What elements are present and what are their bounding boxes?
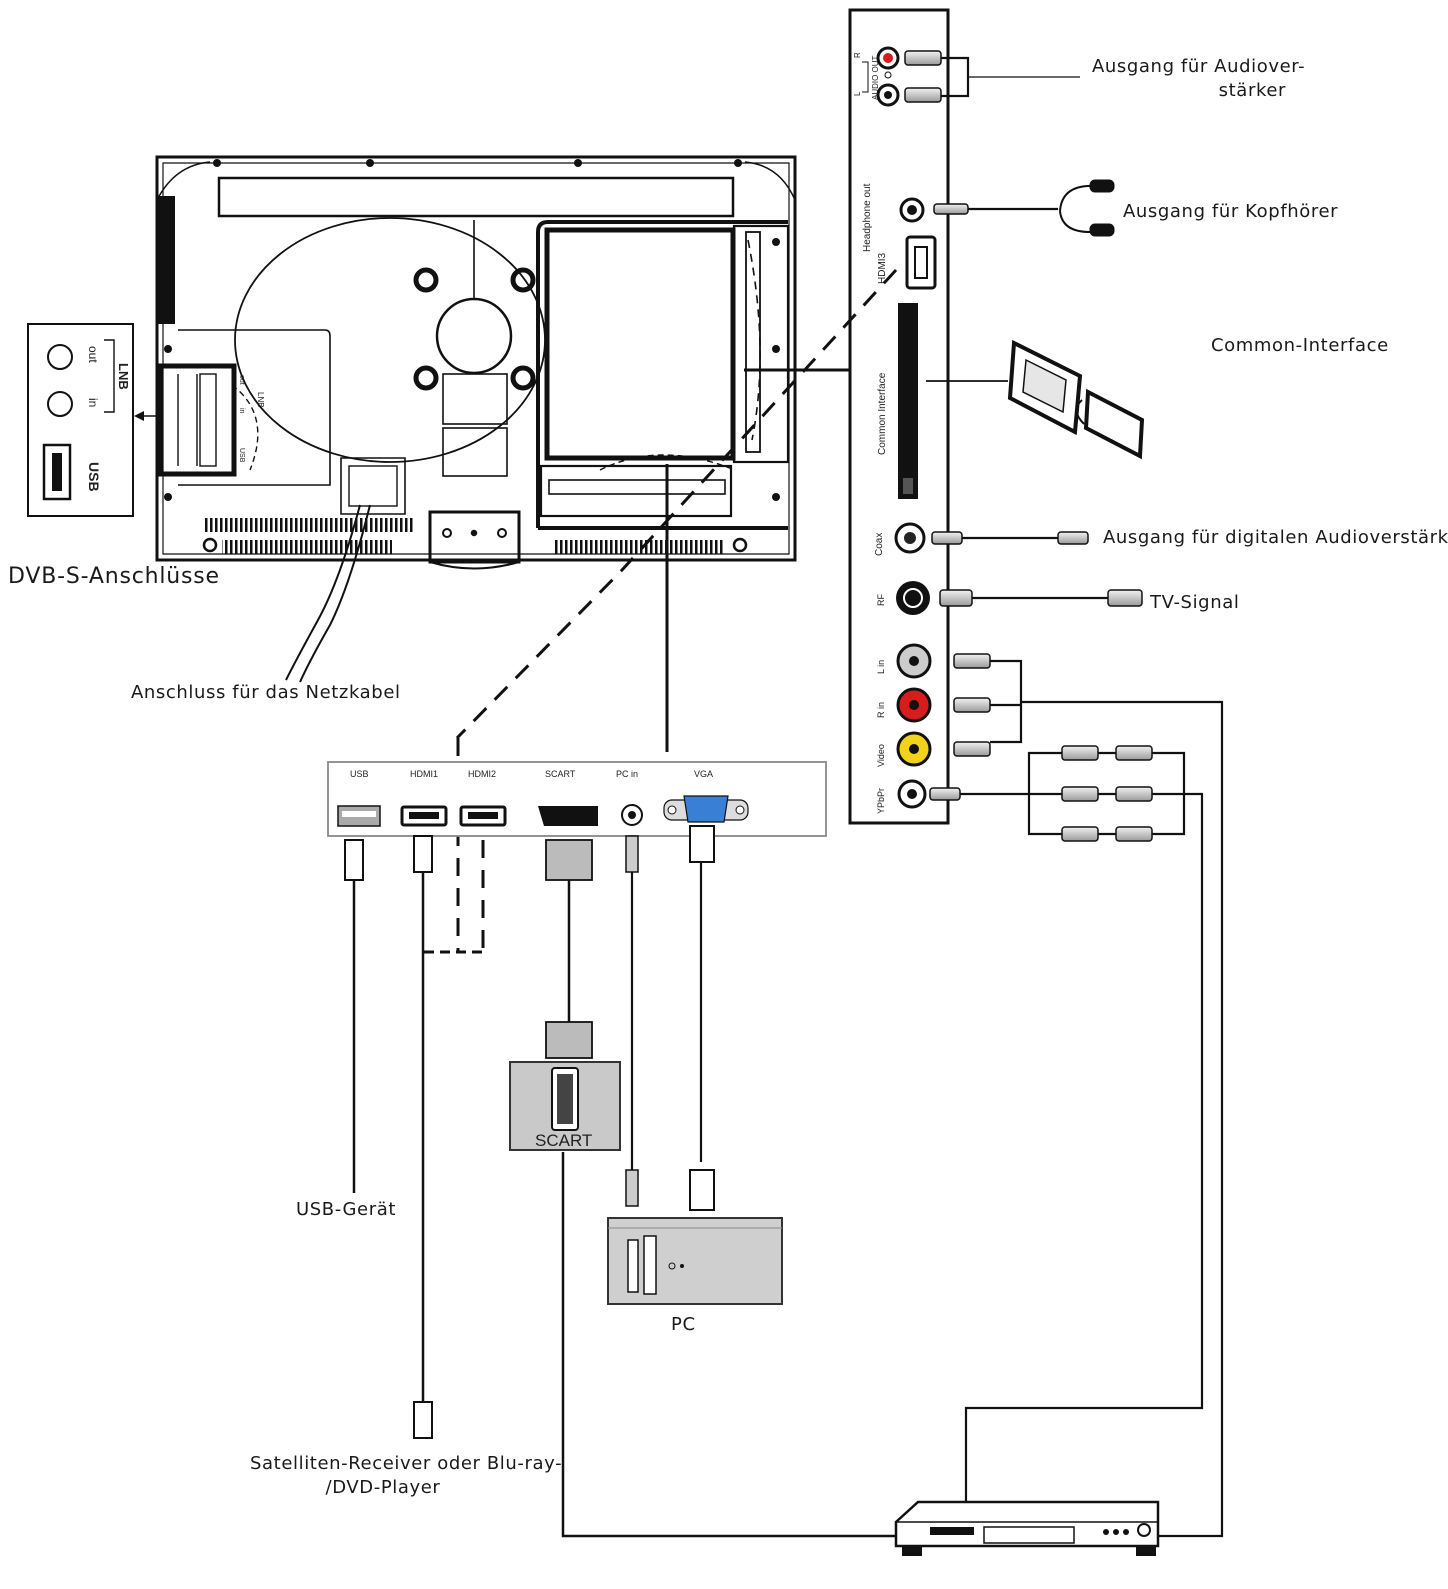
scart-device: SCART <box>509 1061 621 1151</box>
side-headphone-label: Headphone out <box>862 183 873 252</box>
side-hdmi3-label: HDMI3 <box>877 252 888 284</box>
bottom-scart-port <box>538 806 598 826</box>
lnb-panel-in-label: in <box>86 398 100 407</box>
lnb-out-jack <box>47 344 73 370</box>
headphones-icon <box>1059 179 1115 237</box>
bottom-vga-label: VGA <box>694 769 713 779</box>
pc-device <box>607 1217 783 1305</box>
common-interface-label: Common-Interface <box>1211 335 1389 356</box>
side-rf-label: RF <box>876 594 886 606</box>
bottom-vga-port <box>683 795 729 823</box>
tv-back-usb-label: USB <box>238 448 245 463</box>
dvd-player-device <box>894 1500 1160 1556</box>
side-coax-label: Coax <box>874 533 885 556</box>
audio-out-label: Ausgang für Audiover- <box>1092 56 1306 77</box>
side-panel-leads <box>926 56 1224 1538</box>
common-interface-slot <box>898 303 918 499</box>
side-l-label: L <box>853 91 862 96</box>
side-r-in-label: R in <box>876 702 886 718</box>
bottom-cables <box>344 825 896 1538</box>
bottom-hdmi2-label: HDMI2 <box>468 769 496 779</box>
rf-jack <box>896 581 930 615</box>
pc-label: PC <box>671 1314 696 1335</box>
side-l-in-label: L in <box>876 660 886 674</box>
lnb-panel-out-label: out <box>86 346 100 363</box>
lnb-panel: LNB out in USB <box>27 323 134 517</box>
audio-out-label-2: stärker <box>1218 80 1286 101</box>
tv-back-lnb-label: LNB <box>256 392 265 408</box>
side-common-interface-label: Common Interface <box>877 372 888 455</box>
side-r-label: R <box>853 52 862 58</box>
power-cable-label: Anschluss für das Netzkabel <box>131 682 401 703</box>
tv-back-small-labels: LNB out in USB <box>238 375 265 463</box>
bottom-hdmi1-label: HDMI1 <box>410 769 438 779</box>
receiver-label-2: /DVD-Player <box>325 1477 441 1498</box>
scart-box-label: SCART <box>535 1131 592 1150</box>
side-connector-panel: AUDIO OUT R L Headphone out HDMI3 Common… <box>848 8 950 825</box>
dvbs-label: DVB-S-Anschlüsse <box>8 564 220 589</box>
tv-back-out-label: out <box>238 375 245 385</box>
side-audio-out-label: AUDIO OUT <box>871 55 880 100</box>
lnb-arrow <box>134 411 160 421</box>
headphone-label: Ausgang für Kopfhörer <box>1123 201 1339 222</box>
power-cord <box>285 504 371 683</box>
lnb-panel-lnb-label: LNB <box>116 363 131 390</box>
side-video-label: Video <box>876 744 886 767</box>
digital-audio-label: Ausgang für digitalen Audioverstärker <box>1103 527 1448 548</box>
bottom-usb-label: USB <box>350 769 369 779</box>
bottom-pc-in-label: PC in <box>616 769 638 779</box>
lnb-panel-usb-label: USB <box>86 462 102 492</box>
tv-back-panel <box>155 155 797 570</box>
usb-device-label: USB-Gerät <box>296 1199 397 1220</box>
ci-module-icon <box>1007 339 1145 460</box>
bottom-scart-label: SCART <box>545 769 576 779</box>
tv-back-in-label: in <box>238 408 245 414</box>
tv-signal-label: TV-Signal <box>1150 592 1240 613</box>
lnb-in-jack <box>47 391 73 417</box>
hdmi-dashed-cable <box>424 268 898 954</box>
receiver-label: Satelliten-Receiver oder Blu-ray- <box>250 1453 563 1474</box>
bottom-connector-panel: USB HDMI1 HDMI2 SCART PC in VGA <box>327 761 827 837</box>
side-ypbpr-label: YPbPr <box>876 788 886 814</box>
